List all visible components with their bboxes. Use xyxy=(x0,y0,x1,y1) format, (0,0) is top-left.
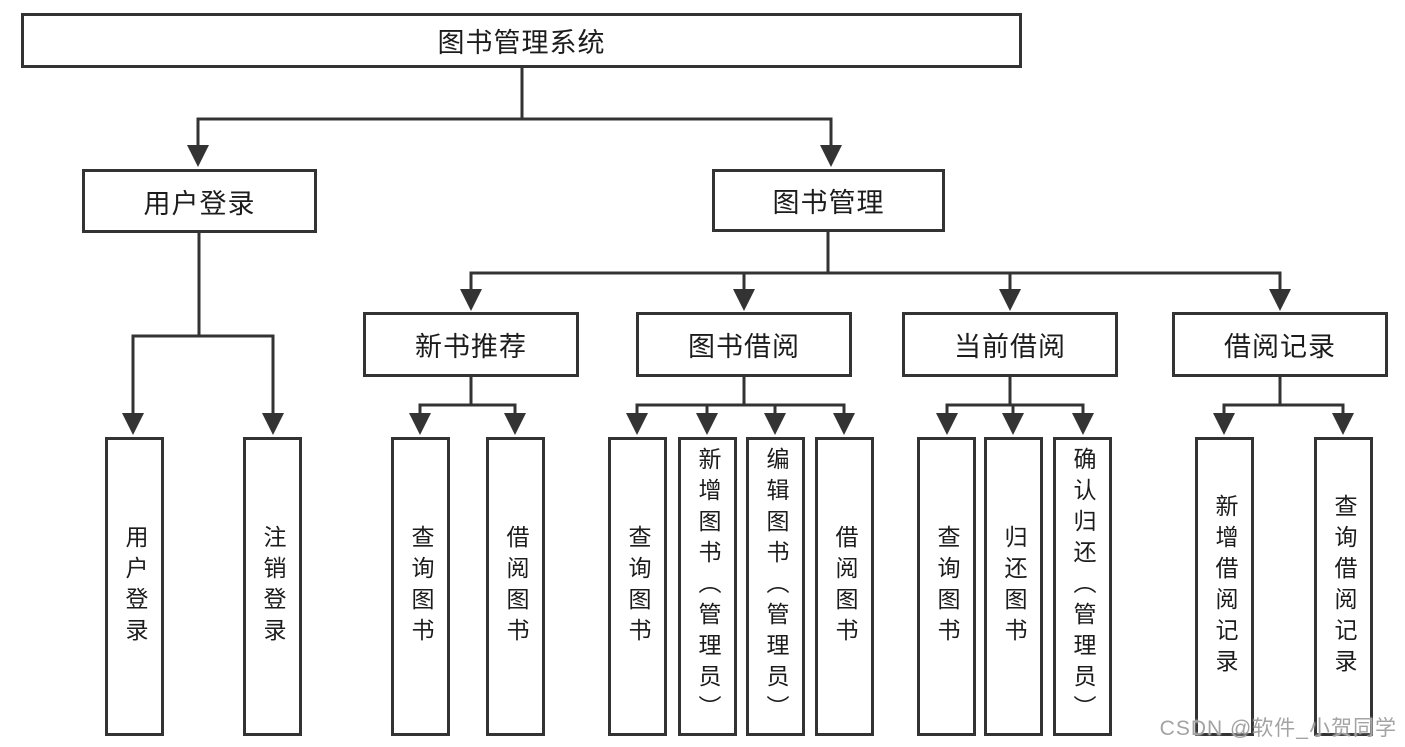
connector-current-borrow-to-leaves xyxy=(936,375,1094,435)
leaf-logout-label: 注销登录 xyxy=(260,524,286,649)
connector-new-book-recommend-to-leaves xyxy=(409,375,526,435)
node-book-borrow-label: 图书借阅 xyxy=(688,332,800,362)
connector-root-to-children xyxy=(187,66,842,167)
leaf-query-books-recommend-label: 查询图书 xyxy=(408,524,434,649)
node-new-book-recommend-label: 新书推荐 xyxy=(415,332,527,362)
node-book-management-label: 图书管理 xyxy=(772,188,885,218)
node-user-login: 用户登录 xyxy=(82,169,317,233)
leaf-logout: 注销登录 xyxy=(243,437,302,736)
node-current-borrow: 当前借阅 xyxy=(902,312,1118,377)
leaf-query-books-recommend: 查询图书 xyxy=(391,437,450,736)
node-user-login-label: 用户登录 xyxy=(143,188,256,219)
leaf-borrow-books-label: 借阅图书 xyxy=(832,524,858,649)
leaf-query-books-current-label: 查询图书 xyxy=(934,524,960,649)
node-current-borrow-label: 当前借阅 xyxy=(954,332,1066,362)
node-borrow-records-label: 借阅记录 xyxy=(1224,332,1336,362)
leaf-borrow-books: 借阅图书 xyxy=(815,437,874,736)
connector-borrow-records-to-leaves xyxy=(1213,375,1354,435)
leaf-query-books-borrow-label: 查询图书 xyxy=(625,524,651,649)
leaf-return-books-label: 归还图书 xyxy=(1001,524,1027,649)
leaf-edit-book-admin-label: 编辑图书（管理员） xyxy=(763,447,789,726)
node-root: 图书管理系统 xyxy=(21,13,1022,68)
leaf-query-borrow-record-label: 查询借阅记录 xyxy=(1331,493,1357,680)
node-new-book-recommend: 新书推荐 xyxy=(363,312,579,377)
leaf-user-login-label: 用户登录 xyxy=(122,524,148,649)
node-root-label: 图书管理系统 xyxy=(437,28,606,58)
leaf-confirm-return-admin: 确认归还（管理员） xyxy=(1053,437,1112,736)
leaf-borrow-books-recommend-label: 借阅图书 xyxy=(503,524,529,649)
leaf-confirm-return-admin-label: 确认归还（管理员） xyxy=(1070,447,1096,726)
leaf-add-book-admin-label: 新增图书（管理员） xyxy=(695,447,721,726)
connector-book-management-to-groups xyxy=(460,230,1291,311)
leaf-edit-book-admin: 编辑图书（管理员） xyxy=(746,437,805,736)
connector-user-login-to-leaves xyxy=(122,231,284,435)
leaf-borrow-books-recommend: 借阅图书 xyxy=(486,437,545,736)
leaf-query-books-borrow: 查询图书 xyxy=(608,437,667,736)
watermark: CSDN @软件_小贺同学 xyxy=(1159,717,1397,740)
connector-book-borrow-to-leaves xyxy=(626,375,855,435)
leaf-return-books: 归还图书 xyxy=(984,437,1043,736)
node-borrow-records: 借阅记录 xyxy=(1172,312,1388,377)
leaf-query-borrow-record: 查询借阅记录 xyxy=(1314,437,1373,736)
node-book-management: 图书管理 xyxy=(712,169,945,232)
leaf-add-book-admin: 新增图书（管理员） xyxy=(678,437,737,736)
leaf-add-borrow-record-label: 新增借阅记录 xyxy=(1212,493,1238,680)
node-book-borrow: 图书借阅 xyxy=(636,312,852,377)
leaf-user-login: 用户登录 xyxy=(105,437,164,736)
leaf-add-borrow-record: 新增借阅记录 xyxy=(1195,437,1254,736)
leaf-query-books-current: 查询图书 xyxy=(917,437,976,736)
